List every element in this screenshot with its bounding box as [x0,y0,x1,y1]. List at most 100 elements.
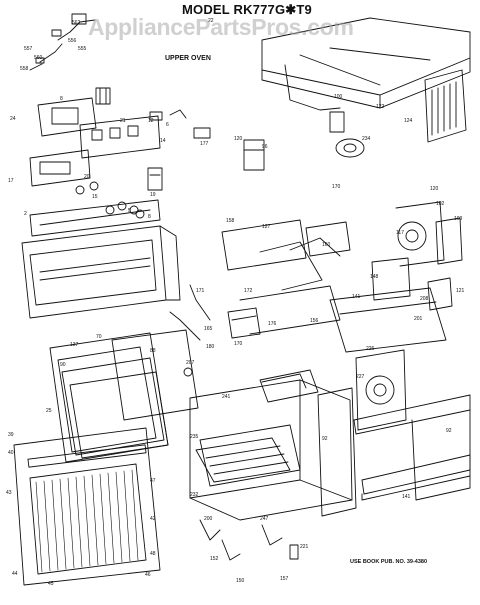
part-label: 22 [208,18,214,24]
control-panel-trim-part [29,199,161,237]
part-label: 121 [456,288,465,294]
side-vent-panel-part [424,69,467,143]
model-title: MODEL RK777G✱T9 [182,2,312,17]
part-label: 557 [24,46,33,52]
light-switch-part [147,167,163,191]
part-label: 103 [454,216,463,222]
terminal-block-part [243,139,265,171]
part-label: 39 [8,432,14,438]
part-label: 180 [206,344,215,350]
latch-assembly-part [227,221,351,339]
part-label: 141 [402,494,411,500]
door-glass-part [61,329,199,459]
part-label: 227 [356,374,365,380]
bracket-small-part [149,109,211,139]
outer-wrapper-part [261,17,471,111]
part-label: 19 [150,192,156,198]
part-label: 102 [436,201,445,207]
part-label: 20 [84,174,90,180]
part-label: 120 [430,186,439,192]
part-label: 201 [414,316,423,322]
part-label: 247 [260,516,269,522]
part-label: 70 [96,334,102,340]
side-panel-part [317,349,407,517]
part-label: 14 [160,138,166,144]
part-label: 88 [150,348,156,354]
part-label: 560 [34,55,43,61]
part-label: 208 [420,296,429,302]
part-label: 157 [280,576,289,582]
part-label: 48 [150,551,156,557]
part-label: 5 [128,208,131,214]
baffle-plate-part [329,287,447,353]
part-label: 17 [8,178,14,184]
part-label: 46 [145,572,151,578]
part-label: 150 [236,578,245,584]
timer-module-part [95,87,111,105]
clock-bracket-part [37,97,97,137]
part-label: 92 [322,436,328,442]
part-label: 141 [352,294,361,300]
watermark-text: AppliancePartsPros.com [88,14,354,40]
part-label: 6 [166,122,169,128]
door-outer-panel-part [13,427,161,586]
part-label: 21 [120,118,126,124]
part-label: 207 [186,360,195,366]
vent-duct-part [371,217,463,311]
part-label: 92 [446,428,452,434]
part-label: 221 [300,544,309,550]
part-label: 42 [150,516,156,522]
control-console-part [21,225,181,319]
part-label: 122 [376,104,385,110]
part-label: 8 [60,96,63,102]
part-label: 24 [10,116,16,122]
part-label: 171 [196,288,205,294]
part-label: 234 [362,136,371,142]
part-label: 235 [190,434,199,440]
part-label: 90 [60,362,66,368]
part-label: 44 [12,571,18,577]
switch-plate-part [79,115,161,159]
hinge-parts [199,519,299,561]
part-label: 226 [366,346,375,352]
part-label: 137 [70,342,79,348]
oven-liner-part [189,379,353,521]
part-label: 555 [78,46,87,52]
part-label: 117 [396,230,404,236]
part-callouts: 562 557 560 558 555 556 24 8 21 12 6 14 … [6,18,465,587]
part-label: 148 [370,274,379,280]
part-label: 152 [210,556,219,562]
footer-note: USE BOOK PUB. NO. 39-4380 [350,559,428,565]
part-label: 45 [48,581,54,587]
right-frame-part [353,394,471,501]
part-label: 200 [204,516,213,522]
part-label: 127 [262,224,271,230]
part-label: 177 [200,141,209,147]
clock-display-part [29,149,91,187]
part-label: 100 [334,94,343,100]
part-label: 232 [190,492,199,498]
part-label: 43 [6,490,12,496]
part-label: 25 [46,408,52,414]
blower-assembly-part [329,111,365,158]
part-label: 556 [68,38,77,44]
thermostat-probe-part [169,284,211,377]
part-label: 8 [148,214,151,220]
switch-harness-part [29,13,96,71]
part-label: 15 [92,194,98,200]
part-label: 558 [20,66,29,72]
part-label: 156 [310,318,319,324]
part-label: 562 [72,20,81,26]
part-label: 170 [332,184,341,190]
part-label: 165 [204,326,213,332]
part-label: 124 [404,118,413,124]
part-label: 241 [222,394,231,400]
heating-element-assembly-part [221,219,341,335]
part-label: 12 [148,118,154,124]
part-label: 40 [8,450,14,456]
part-label: 160 [322,242,331,248]
part-label: 170 [234,341,243,347]
part-label: 96 [262,144,268,150]
